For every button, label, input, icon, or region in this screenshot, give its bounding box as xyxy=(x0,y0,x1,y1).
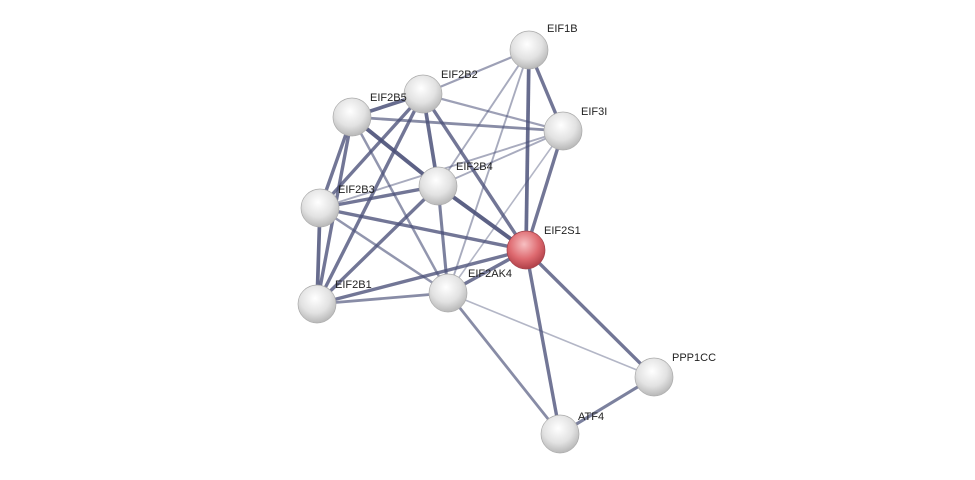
edge-eif1b-eif2b4[interactable] xyxy=(437,49,530,187)
node-label: PPP1CC xyxy=(672,352,716,364)
edge-eif1b-eif2ak4[interactable] xyxy=(447,49,530,294)
edge-eif2b3-eif2s1[interactable] xyxy=(319,206,527,252)
edge-eif2b5-eif2ak4[interactable] xyxy=(350,116,450,294)
node-label: EIF2B4 xyxy=(456,161,493,173)
node-sphere[interactable] xyxy=(634,357,674,397)
node-eif1b[interactable]: EIF1B xyxy=(509,23,578,70)
edge-eif1b-eif2s1[interactable] xyxy=(524,49,531,251)
node-label: EIF2B1 xyxy=(335,279,372,291)
node-ppp1cc[interactable]: PPP1CC xyxy=(634,352,716,397)
edge-eif2b1-eif2s1[interactable] xyxy=(316,248,527,306)
node-eif3i[interactable]: EIF3I xyxy=(543,106,607,151)
node-label: EIF2S1 xyxy=(544,225,581,237)
node-eif2s1[interactable]: EIF2S1 xyxy=(506,225,581,270)
node-sphere[interactable] xyxy=(332,97,372,137)
node-label: EIF2B5 xyxy=(370,92,407,104)
edge-eif2b5-eif3i[interactable] xyxy=(351,115,564,133)
node-eif2b2[interactable]: EIF2B2 xyxy=(403,69,478,114)
edge-eif2s1-ppp1cc[interactable] xyxy=(524,248,656,379)
edge-eif3i-eif2s1[interactable] xyxy=(524,130,565,251)
edge-eif2b1-eif2ak4[interactable] xyxy=(316,291,449,306)
node-eif2b4[interactable]: EIF2B4 xyxy=(418,161,493,206)
node-sphere[interactable] xyxy=(403,74,443,114)
edge-eif2ak4-atf4[interactable] xyxy=(446,292,562,435)
node-eif2b5[interactable]: EIF2B5 xyxy=(332,92,407,137)
node-eif2b3[interactable]: EIF2B3 xyxy=(300,184,375,228)
node-sphere[interactable] xyxy=(428,273,468,313)
edge-eif2s1-atf4[interactable] xyxy=(524,249,562,435)
node-sphere[interactable] xyxy=(509,30,549,70)
node-label: EIF2AK4 xyxy=(468,268,512,280)
edge-eif3i-eif2b4[interactable] xyxy=(437,130,564,187)
node-atf4[interactable]: ATF4 xyxy=(540,411,604,454)
node-sphere[interactable] xyxy=(300,188,340,228)
edge-eif2b3-eif2ak4[interactable] xyxy=(319,206,449,295)
node-sphere[interactable] xyxy=(543,111,583,151)
node-sphere[interactable] xyxy=(297,284,337,324)
edge-eif2b4-eif2b3[interactable] xyxy=(319,184,439,210)
node-label: EIF1B xyxy=(547,23,578,35)
edge-eif2b2-eif2s1[interactable] xyxy=(421,93,528,251)
node-label: EIF2B3 xyxy=(338,184,375,196)
edge-eif2ak4-ppp1cc[interactable] xyxy=(447,292,655,378)
node-eif2b1[interactable]: EIF2B1 xyxy=(297,279,372,324)
node-eif2ak4[interactable]: EIF2AK4 xyxy=(428,268,512,313)
node-sphere[interactable] xyxy=(418,166,458,206)
edge-eif2b2-eif3i[interactable] xyxy=(422,92,564,133)
node-label: EIF3I xyxy=(581,106,607,118)
node-label: EIF2B2 xyxy=(441,69,478,81)
node-sphere[interactable] xyxy=(506,230,546,270)
node-label: ATF4 xyxy=(578,411,604,423)
node-sphere[interactable] xyxy=(540,414,580,454)
